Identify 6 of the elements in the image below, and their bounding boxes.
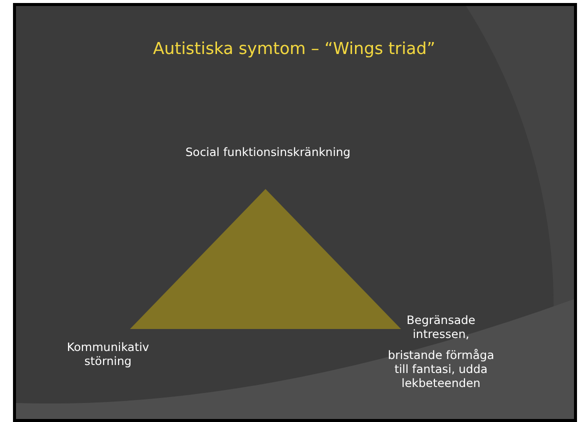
label-text: Begränsade intressen,: [406, 314, 476, 342]
label-text: Kommunikativ störning: [66, 341, 150, 369]
label-text: Social funktionsinskränkning: [184, 146, 352, 160]
slide-title: Autistiska symtom – “Wings triad”: [153, 39, 436, 59]
triangle-shape: [130, 189, 401, 329]
label-text: bristande förmåga till fantasi, udda lekbeteenden: [386, 349, 496, 390]
